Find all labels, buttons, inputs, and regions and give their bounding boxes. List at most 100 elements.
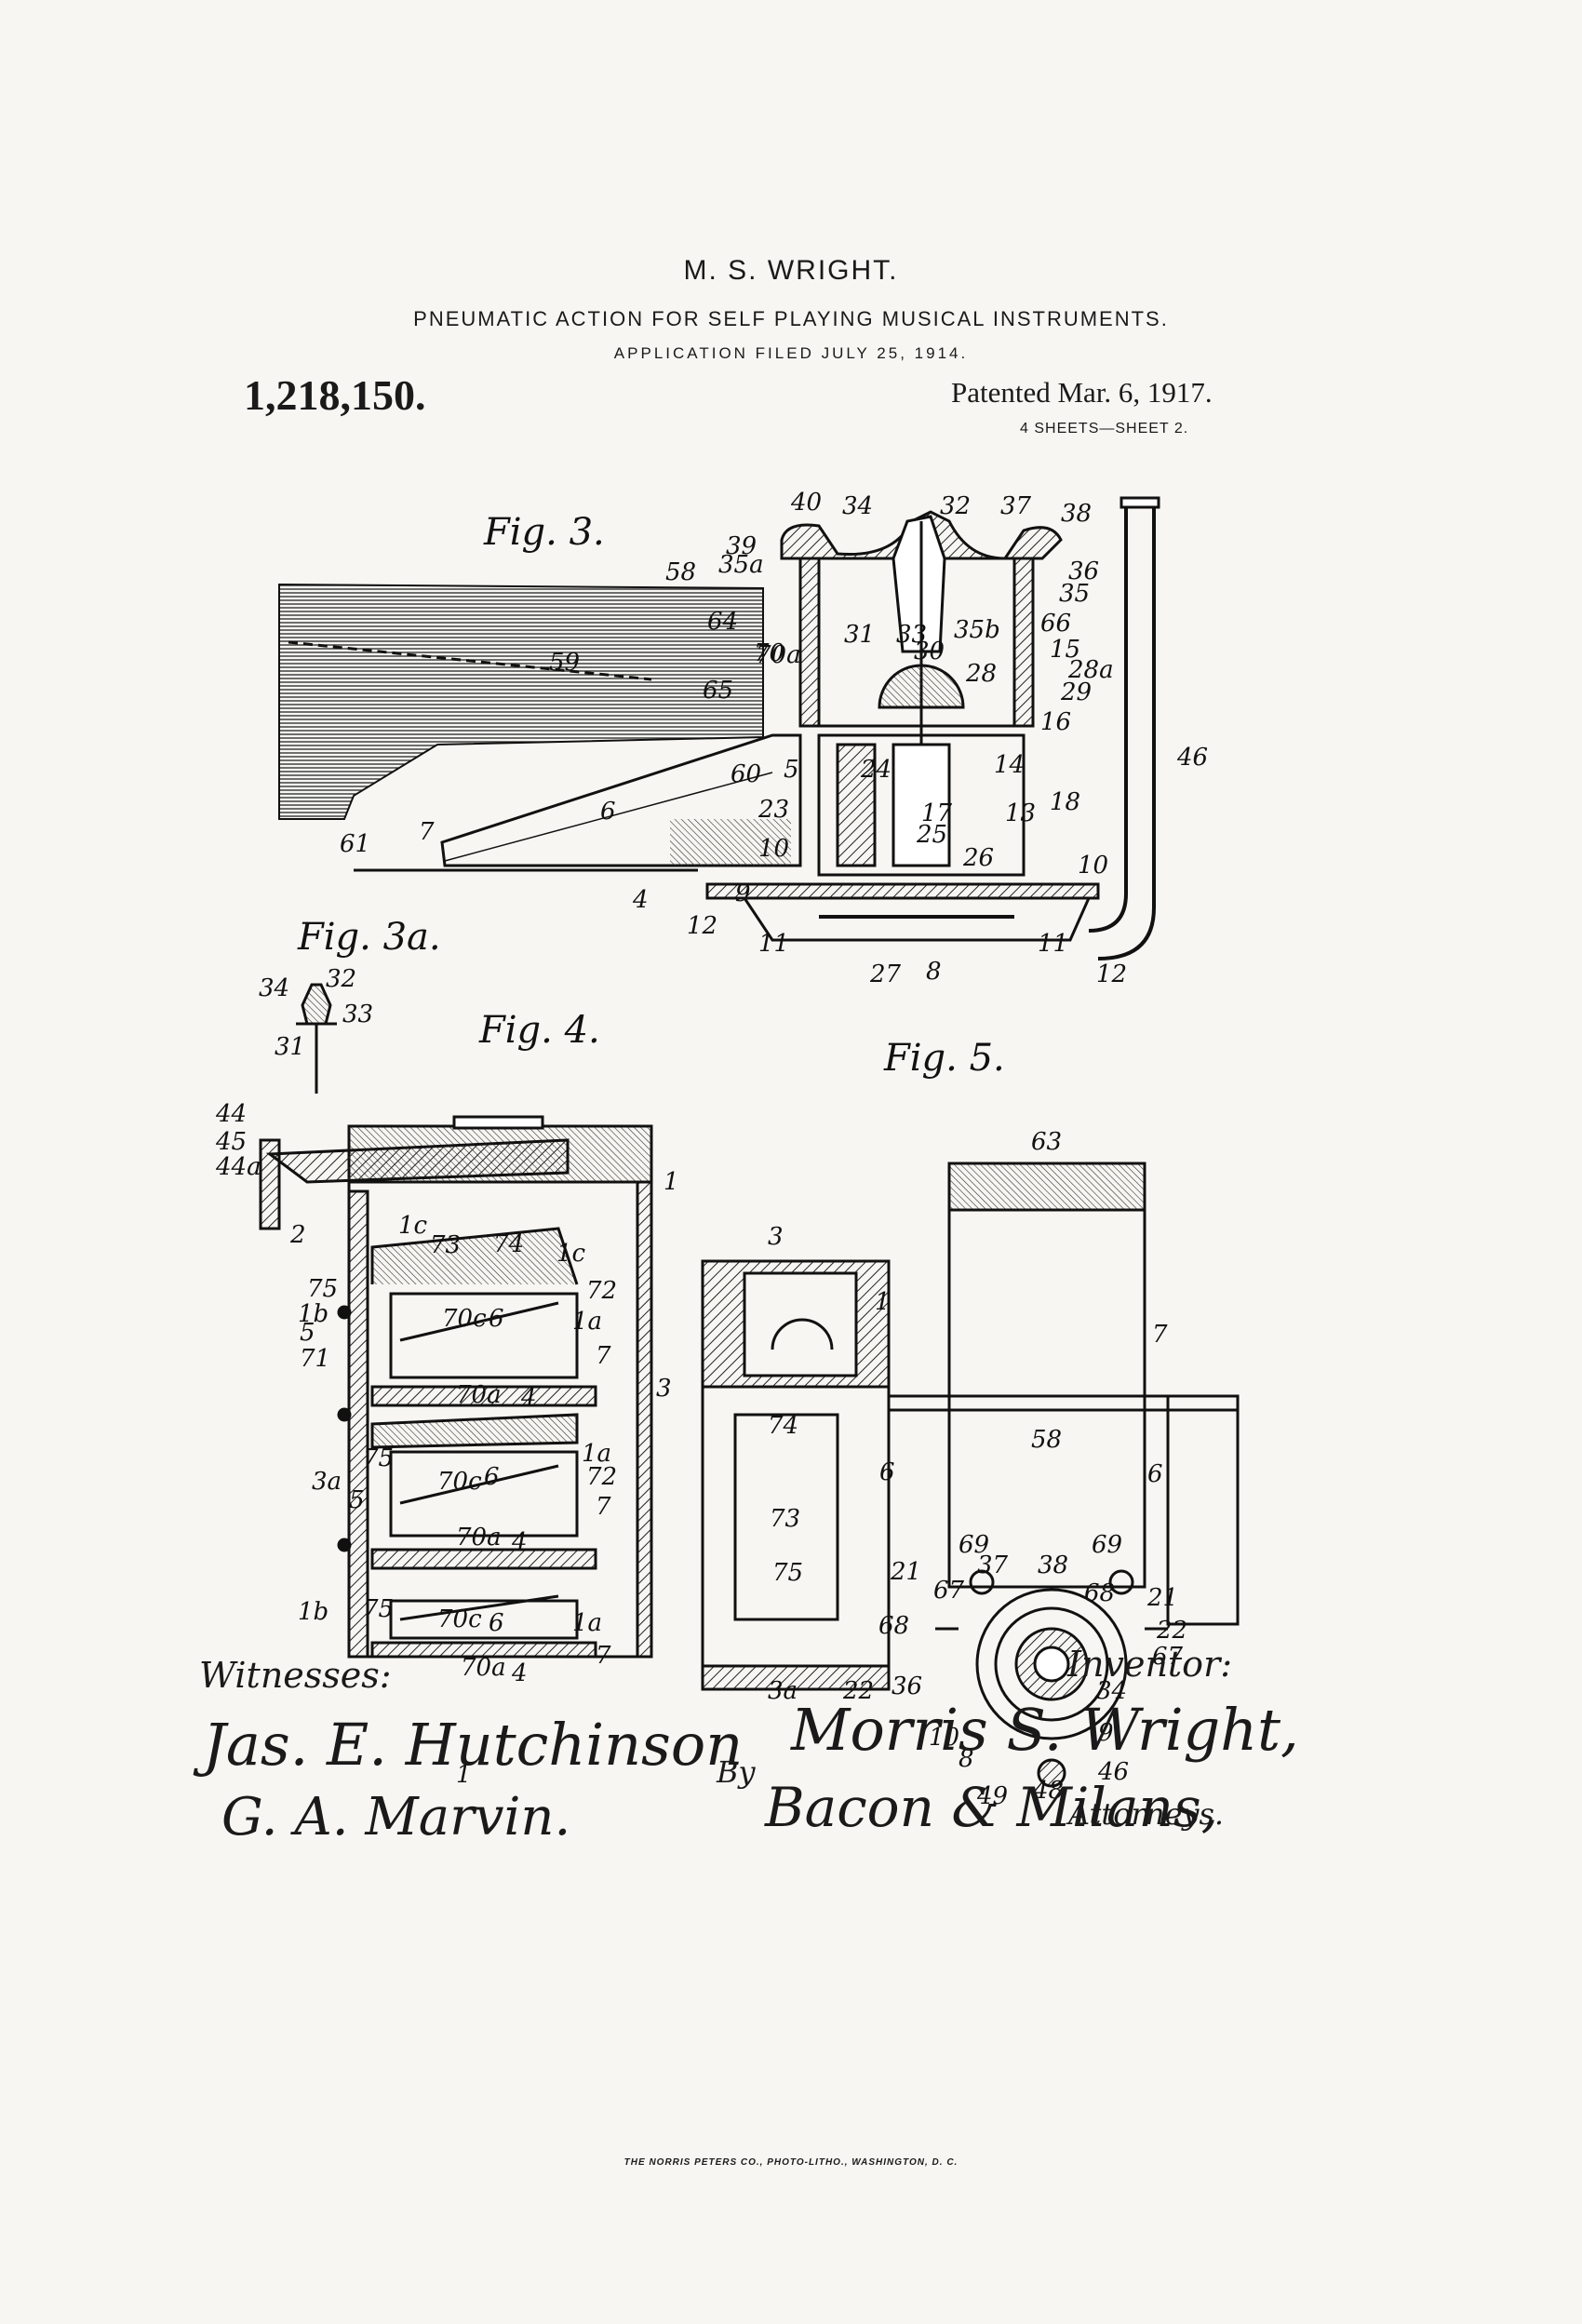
fig4-numeral: 1a: [572, 1609, 602, 1637]
fig3-numeral: 46: [1176, 744, 1208, 772]
fig3-numeral: 35b: [954, 616, 1000, 644]
fig3-numeral: 66: [1040, 610, 1071, 638]
fig3a-numeral: 32: [326, 965, 356, 993]
witness-signature-1: Jas. E. Hutchinson: [203, 1711, 744, 1779]
fig3-numeral: 30: [914, 638, 945, 665]
fig3-numeral: 28: [965, 660, 997, 688]
fig4-numeral: 5: [349, 1486, 365, 1514]
fig5-numeral: 34: [1096, 1677, 1127, 1705]
fig3-numeral: 39: [726, 532, 757, 560]
fig5-numeral: 6: [879, 1458, 895, 1486]
fig5-numeral: 69: [959, 1531, 989, 1559]
fig4-numeral: 72: [586, 1463, 617, 1491]
fig3a-numeral: 34: [259, 974, 289, 1002]
attorney-signature: Bacon & Milans,: [765, 1776, 1219, 1839]
fig5-numeral: 68: [878, 1612, 909, 1640]
inventor-name-header: M. S. WRIGHT.: [683, 255, 899, 286]
fig5-numeral: 46: [1097, 1758, 1129, 1786]
fig3-numeral: 33: [896, 621, 927, 649]
fig4-numeral: 73: [430, 1231, 461, 1259]
fig4-numeral: 75: [363, 1595, 394, 1623]
fig5-numeral: 68: [1084, 1579, 1115, 1607]
fig5-numeral: 73: [770, 1505, 800, 1533]
fig3-numeral: 28a: [1067, 656, 1114, 684]
fig4-numeral: 1a: [582, 1440, 611, 1468]
fig4-numeral: 1b: [298, 1300, 328, 1328]
fig5-numeral: 67: [1152, 1643, 1184, 1671]
fig3-numeral: 64: [707, 608, 738, 636]
fig4-numeral: 1c: [398, 1212, 428, 1240]
fig4-numeral: 70a: [461, 1654, 506, 1682]
fig3-numeral: 6: [600, 798, 616, 826]
fig4-numeral: 6: [489, 1305, 504, 1333]
fig5-numeral: 7: [1152, 1321, 1168, 1349]
fig4-numeral: 7: [596, 1493, 611, 1521]
fig4-numeral: 75: [363, 1444, 394, 1472]
fig5-numeral: 36: [892, 1672, 922, 1700]
fig4-drawing: [259, 1115, 653, 1659]
fig3-numeral: 29: [1060, 678, 1092, 706]
fig4-numeral: 3a: [312, 1468, 342, 1496]
fig3-numeral: 37: [1000, 492, 1032, 520]
fig4-numeral: 44: [215, 1100, 247, 1128]
fig3a-numeral: 31: [275, 1033, 305, 1061]
fig4-numeral: 1b: [298, 1598, 328, 1626]
fig4-numeral: 1: [664, 1168, 679, 1196]
fig3-numeral: 4: [632, 886, 649, 914]
inventor-label: Inventor:: [1067, 1644, 1233, 1685]
fig5-numeral: 69: [1092, 1531, 1122, 1559]
fig3-numeral: 17: [921, 799, 953, 827]
fig4-numeral: 7: [596, 1642, 611, 1670]
fig3-numeral: 13: [1005, 799, 1036, 827]
fig3-numeral: 18: [1050, 788, 1080, 816]
fig5-numeral: 74: [768, 1412, 798, 1440]
fig4-numeral: 1: [456, 1761, 472, 1789]
fig3-numeral: 58: [665, 558, 696, 586]
fig3-numeral: 26: [962, 844, 994, 872]
fig3-numeral: 61: [340, 830, 370, 858]
patent-title: PNEUMATIC ACTION FOR SELF PLAYING MUSICA…: [413, 307, 1169, 330]
fig3-numeral: 35a: [718, 551, 764, 579]
fig3-numeral: 40: [790, 489, 822, 517]
fig4-title: Fig. 4.: [478, 1009, 600, 1052]
fig3-numeral: 14: [994, 751, 1025, 779]
fig3a-numeral: 33: [342, 1001, 373, 1028]
fig5-numeral: 1: [875, 1288, 891, 1316]
fig3-numeral: 70a: [756, 641, 801, 669]
printer-credit: THE NORRIS PETERS CO., PHOTO-LITHO., WAS…: [623, 2157, 959, 2168]
fig4-numeral: 1a: [572, 1308, 602, 1336]
fig4-numeral: 7: [596, 1342, 611, 1370]
fig3-numeral: 34: [842, 492, 873, 520]
sheet-count: 4 SHEETS—SHEET 2.: [1020, 421, 1189, 437]
fig4-numeral: 71: [300, 1345, 330, 1373]
fig5-numeral: 58: [1031, 1426, 1062, 1454]
fig3-numeral: 11: [758, 930, 789, 958]
fig5-numeral: 8: [959, 1745, 974, 1773]
fig4-numeral: 6: [484, 1463, 500, 1491]
fig5-numeral: 21: [1146, 1584, 1178, 1612]
fig3-numeral: 7: [419, 818, 435, 846]
fig5-numeral: 49: [976, 1782, 1008, 1810]
fig4-numeral: 4: [511, 1528, 528, 1556]
fig3-numeral: 60: [731, 760, 761, 788]
fig3-numeral: 59: [549, 649, 580, 677]
fig3-numeral: 9: [735, 880, 751, 907]
attorneys-label: Attorneys.: [1068, 1796, 1225, 1832]
fig5-numeral: 21: [890, 1558, 921, 1586]
fig5-numeral: 63: [1031, 1128, 1062, 1156]
fig4-numeral: 4: [511, 1659, 528, 1687]
fig4-numeral: 72: [586, 1277, 617, 1305]
fig4-numeral: 70c: [437, 1605, 482, 1633]
inventor-signature: Morris S. Wright,: [791, 1696, 1299, 1764]
fig3-numeral: 65: [703, 677, 733, 705]
fig5-numeral: 3a: [768, 1677, 798, 1705]
witness-signature-2: G. A. Marvin.: [221, 1787, 571, 1847]
fig4-numeral: 75: [307, 1275, 338, 1303]
fig4-numeral: 70c: [442, 1305, 487, 1333]
fig5-numeral: 10: [929, 1724, 959, 1752]
patented-date: Patented Mar. 6, 1917.: [951, 376, 1213, 409]
fig5-numeral: 3: [768, 1223, 784, 1251]
fig5-numeral: 48: [1032, 1777, 1064, 1805]
fig3-numeral: 10: [1078, 852, 1108, 880]
